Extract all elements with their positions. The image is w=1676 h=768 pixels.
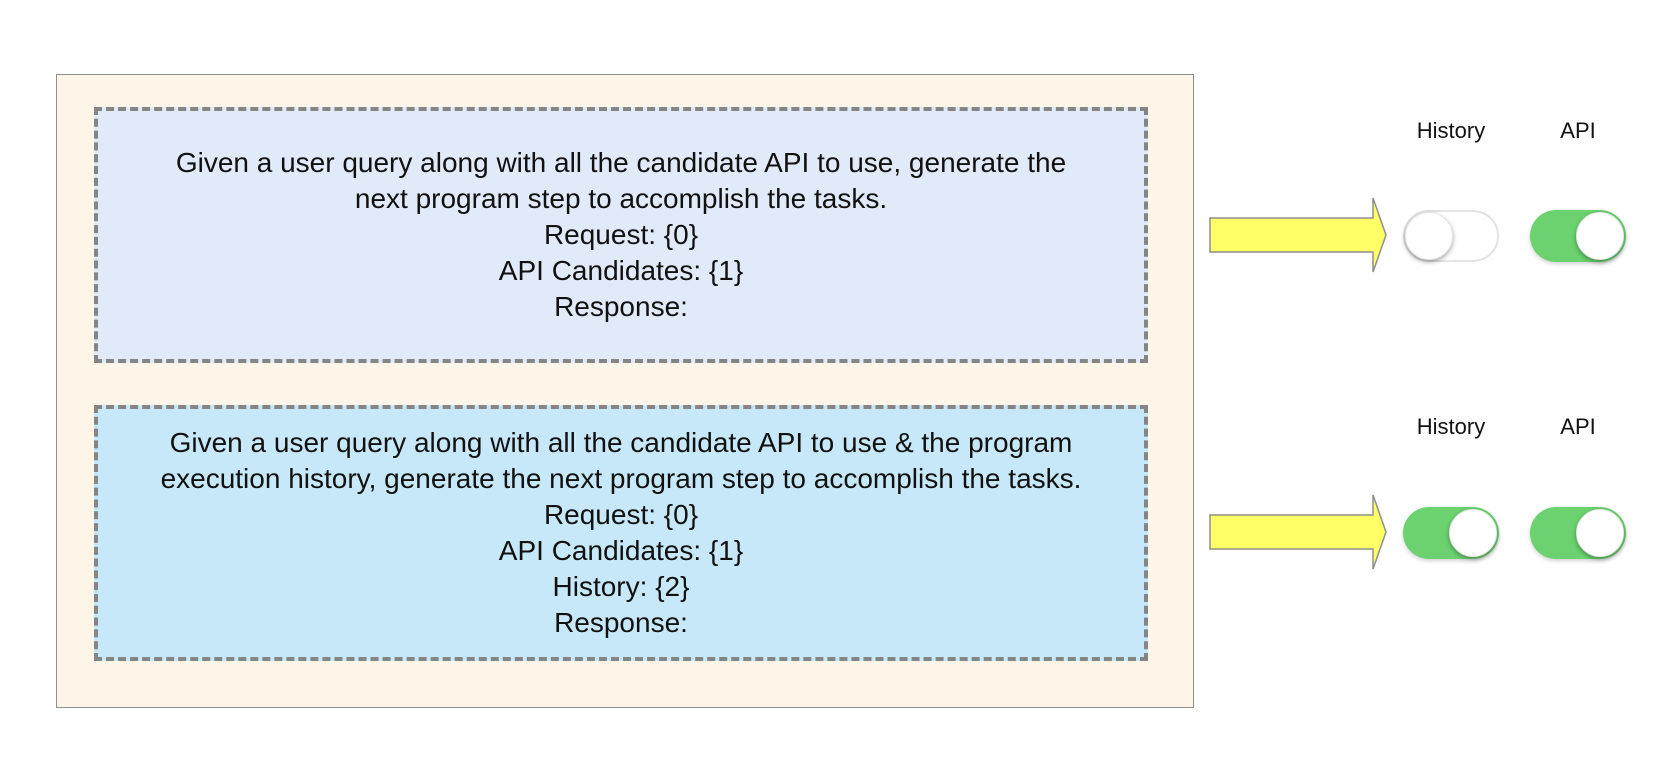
- prompt-line: Response:: [554, 291, 688, 322]
- toggle-knob: [1405, 212, 1453, 260]
- prompt-line: Request: {0}: [543, 219, 699, 250]
- api-toggle[interactable]: [1530, 210, 1626, 262]
- toggle-knob: [1576, 509, 1624, 557]
- toggle-knob: [1449, 509, 1497, 557]
- prompt-line: Request: {0}: [543, 499, 699, 530]
- prompt-line: Given a user query along with all the ca…: [175, 147, 1067, 178]
- history-toggle[interactable]: [1403, 507, 1499, 559]
- history-toggle[interactable]: [1403, 210, 1499, 262]
- prompt-line: API Candidates: {1}: [498, 255, 744, 286]
- api-toggle-label: API: [1560, 118, 1596, 143]
- prompt-line: next program step to accomplish the task…: [354, 183, 888, 214]
- prompt-line: API Candidates: {1}: [498, 535, 744, 566]
- prompt-template-api-only: Given a user query along with all the ca…: [94, 107, 1148, 363]
- prompt-line: execution history, generate the next pro…: [160, 463, 1082, 494]
- prompt-line: Given a user query along with all the ca…: [169, 427, 1073, 458]
- history-toggle-label: History: [1416, 118, 1486, 143]
- prompt-line: History: {2}: [552, 571, 690, 602]
- arrow-right-icon: [1209, 197, 1387, 273]
- prompt-template-api-history: Given a user query along with all the ca…: [94, 405, 1148, 661]
- history-toggle-label: History: [1416, 414, 1486, 439]
- toggle-knob: [1576, 212, 1624, 260]
- api-toggle-label: API: [1560, 414, 1596, 439]
- arrow-right-icon: [1209, 494, 1387, 570]
- api-toggle[interactable]: [1530, 507, 1626, 559]
- prompt-line: Response:: [554, 607, 688, 638]
